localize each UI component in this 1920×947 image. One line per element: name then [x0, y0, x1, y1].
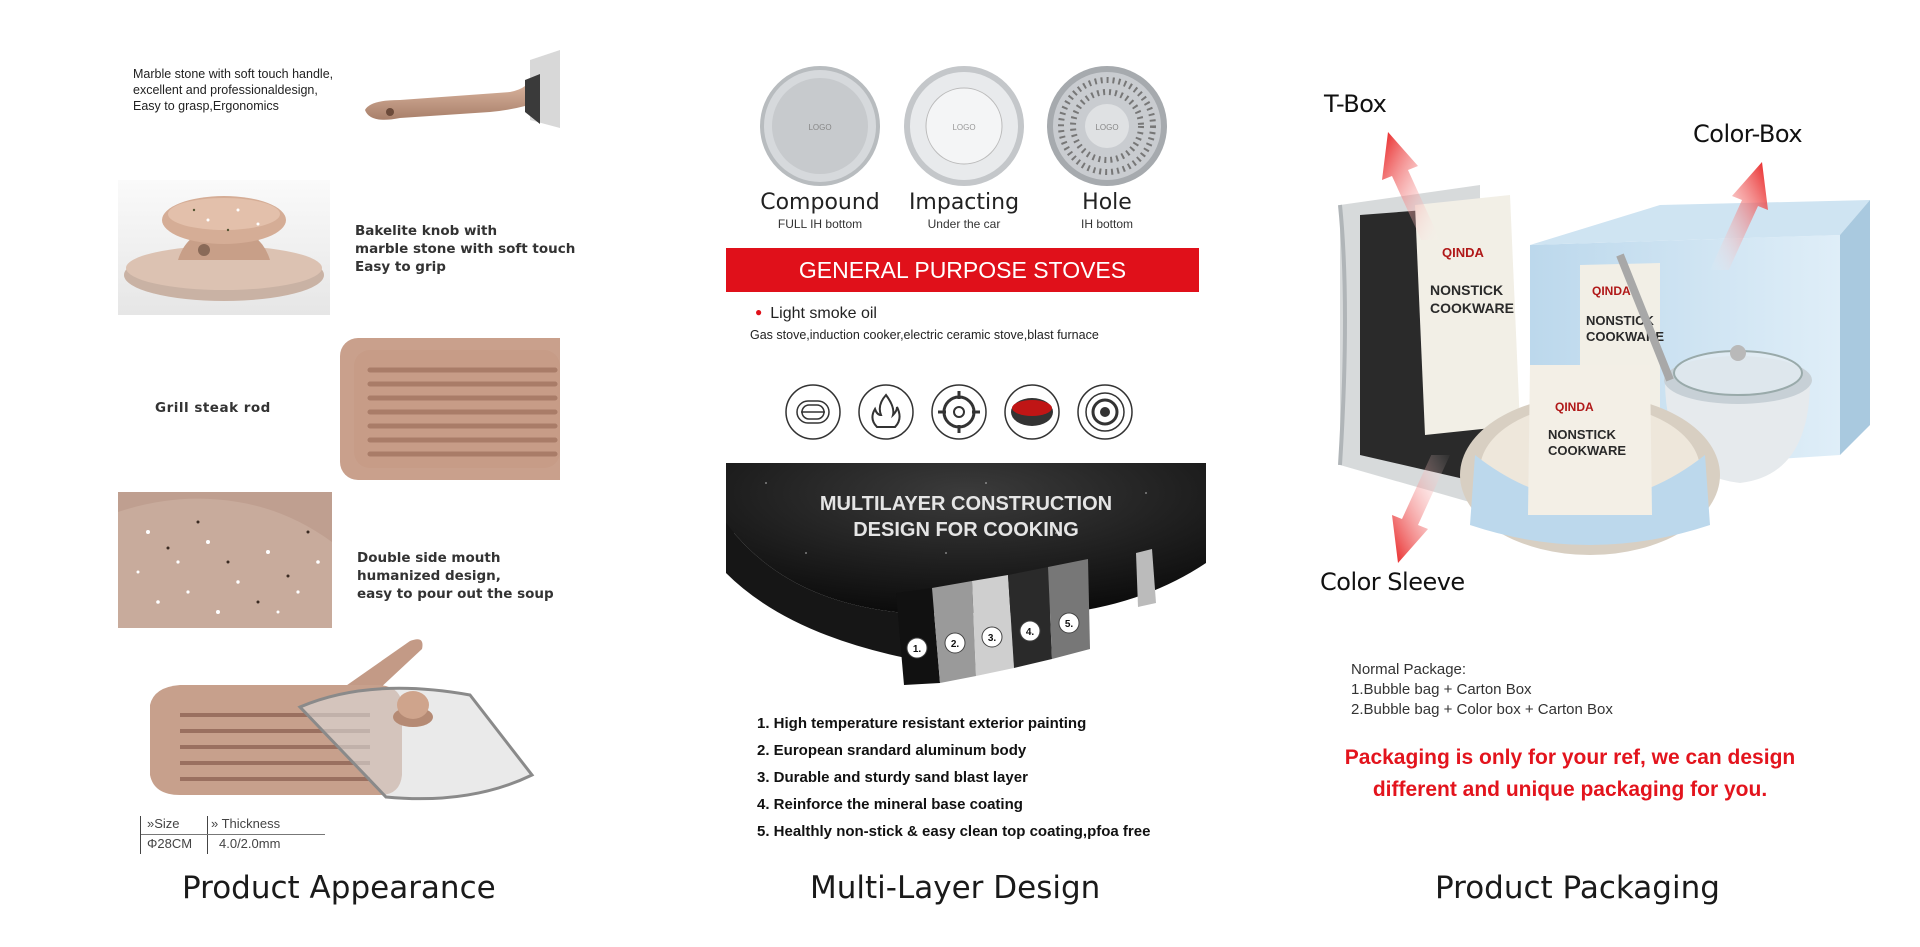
svg-text:4.: 4. [1026, 627, 1035, 638]
ceramic-plate-icon [1004, 384, 1060, 440]
multi-layer-panel: LOGO LOGO LOGO Compound FULL IH bottom I… [640, 0, 1280, 947]
svg-text:NONSTICK: NONSTICK [1548, 427, 1617, 442]
gas-flame-icon [858, 384, 914, 440]
light-smoke-bullet: ●Light smoke oil [755, 305, 877, 322]
svg-text:LOGO: LOGO [1095, 123, 1118, 132]
tbox-label: T-Box [1324, 90, 1387, 118]
arrow-to-colorbox-icon [1710, 162, 1768, 270]
bottom-label-impacting: Impacting Under the car [908, 190, 1020, 231]
grill-photo [340, 338, 560, 480]
induction-icon [1077, 384, 1133, 440]
grill-description: Grill steak rod [155, 400, 271, 416]
bottom-label-compound: Compound FULL IH bottom [760, 190, 880, 231]
arrow-to-tbox-icon [1382, 132, 1440, 240]
svg-text:COOKWARE: COOKWARE [1430, 300, 1514, 316]
normal-package-info: Normal Package: 1.Bubble bag + Carton Bo… [1351, 661, 1613, 718]
packaging-photo: QINDA NONSTICK COOKWARE QINDA NONSTICK C… [1330, 125, 1900, 555]
arrow-to-sleeve-icon [1392, 455, 1450, 563]
multi-layer-caption: Multi-Layer Design [810, 870, 1101, 906]
svg-text:LOGO: LOGO [952, 123, 975, 132]
svg-text:1.: 1. [913, 644, 922, 655]
general-purpose-banner: GENERAL PURPOSE STOVES [726, 248, 1199, 292]
pan-bottom-impacting: LOGO [902, 64, 1026, 193]
handle-photo [360, 50, 560, 130]
svg-text:3.: 3. [988, 633, 997, 644]
pour-spout-photo [118, 492, 332, 628]
layer-item: 2. European srandard aluminum body [757, 742, 1027, 759]
svg-text:COOKWARE: COOKWARE [1586, 329, 1664, 344]
gas-burner-icon [931, 384, 987, 440]
layer-item: 5. Healthly non-stick & easy clean top c… [757, 823, 1151, 840]
svg-text:5.: 5. [1065, 619, 1074, 630]
construction-title-line-1: MULTILAYER CONSTRUCTION [820, 493, 1112, 515]
svg-text:QINDA: QINDA [1592, 284, 1631, 298]
layer-item: 1. High temperature resistant exterior p… [757, 715, 1087, 732]
pan-bottom-hole: LOGO [1045, 64, 1169, 193]
bottom-label-hole: Hole IH bottom [1080, 190, 1134, 231]
packaging-note: Packaging is only for your ref, we can d… [1344, 746, 1796, 801]
colorbox-label: Color-Box [1693, 120, 1803, 148]
layer-list: 1. High temperature resistant exterior p… [757, 710, 1150, 845]
pour-spout-description: Double side mouth humanized design, easy… [357, 550, 554, 602]
layer-item: 3. Durable and sturdy sand blast layer [757, 769, 1028, 786]
coil-stove-icon [785, 384, 841, 440]
knob-photo [118, 180, 330, 315]
svg-text:NONSTICK: NONSTICK [1430, 282, 1503, 298]
layer-item: 4. Reinforce the mineral base coating [757, 796, 1023, 813]
tbox-brand: QINDA [1442, 245, 1485, 260]
handle-description: Marble stone with soft touch handle, exc… [133, 67, 334, 113]
size-label: »Size [147, 816, 180, 831]
svg-text:NONSTICK: NONSTICK [1586, 313, 1655, 328]
svg-text:COOKWARE: COOKWARE [1548, 443, 1626, 458]
thickness-value: 4.0/2.0mm [219, 836, 281, 851]
thickness-label: » Thickness [211, 816, 281, 831]
stove-icons-row [784, 383, 1154, 443]
svg-text:2.: 2. [951, 639, 960, 650]
knob-description: Bakelite knob with marble stone with sof… [355, 223, 576, 275]
spec-table: »Size » Thickness Φ28CM 4.0/2.0mm [140, 816, 325, 854]
product-appearance-caption: Product Appearance [182, 870, 496, 906]
construction-title-line-2: DESIGN FOR COOKING [853, 519, 1079, 541]
product-appearance-panel: Marble stone with soft touch handle, exc… [0, 0, 640, 947]
svg-text:LOGO: LOGO [808, 123, 831, 132]
product-packaging-panel: T-Box Color-Box Color Sleeve QINDA NONST… [1280, 0, 1920, 947]
pan-bottom-compound: LOGO [758, 64, 882, 193]
size-value: Φ28CM [147, 836, 193, 851]
svg-text:QINDA: QINDA [1555, 400, 1594, 414]
stove-types-text: Gas stove,induction cooker,electric cera… [750, 328, 1099, 342]
color-sleeve-label: Color Sleeve [1320, 568, 1465, 596]
multilayer-construction-image: MULTILAYER CONSTRUCTION DESIGN FOR COOKI… [726, 463, 1206, 698]
product-packaging-caption: Product Packaging [1435, 870, 1720, 906]
grill-pan-with-lid-photo [140, 635, 540, 810]
